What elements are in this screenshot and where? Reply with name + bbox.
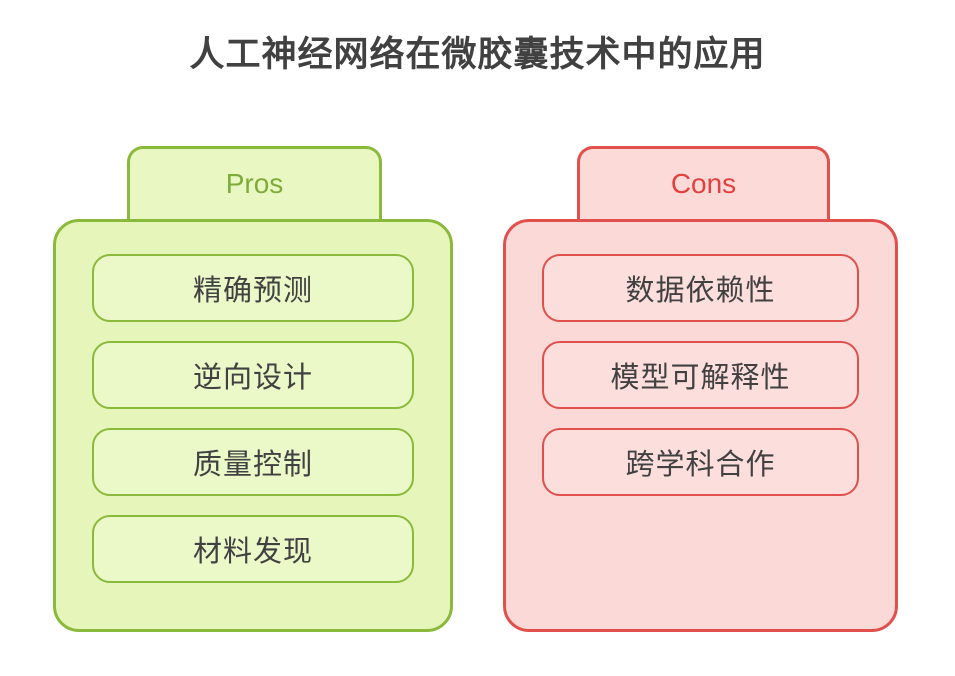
cons-item-interdisciplinary-collaboration: 跨学科合作 — [542, 428, 859, 496]
cons-item-data-dependency: 数据依赖性 — [542, 254, 859, 322]
cons-container: 数据依赖性 模型可解释性 跨学科合作 — [503, 219, 898, 632]
pros-item-accurate-prediction: 精确预测 — [92, 254, 414, 322]
pros-container: 精确预测 逆向设计 质量控制 材料发现 — [53, 219, 453, 632]
cons-item-model-interpretability: 模型可解释性 — [542, 341, 859, 409]
pros-item-material-discovery: 材料发现 — [92, 515, 414, 583]
pros-item-quality-control: 质量控制 — [92, 428, 414, 496]
pros-tab-label: Pros — [127, 146, 382, 219]
page-title: 人工神经网络在微胶囊技术中的应用 — [189, 35, 766, 74]
cons-tab-label: Cons — [577, 146, 830, 219]
pros-item-reverse-design: 逆向设计 — [92, 341, 414, 409]
